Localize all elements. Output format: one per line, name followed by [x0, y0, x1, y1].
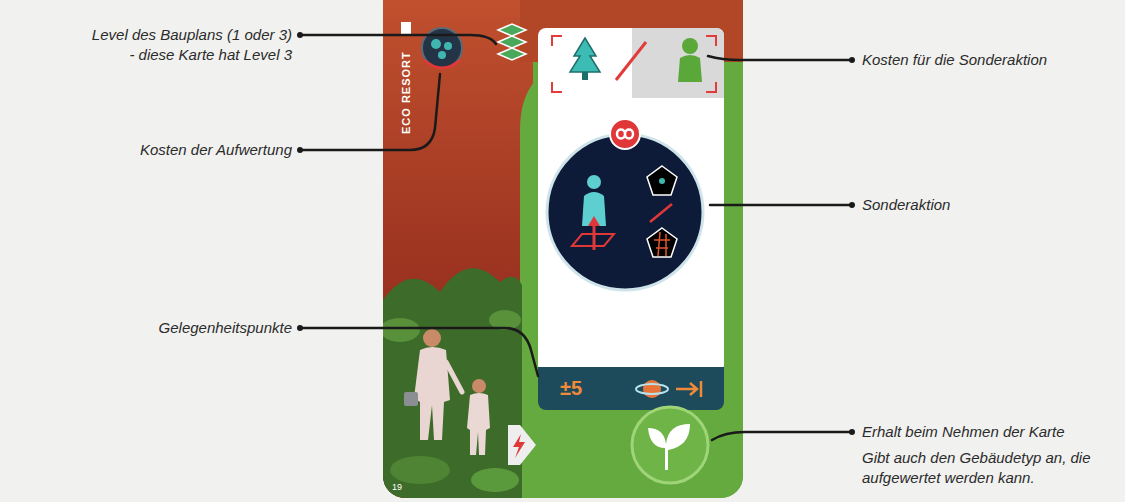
- special-action-circle-part: [593, 222, 596, 250]
- special-action-circle-part: [588, 216, 600, 226]
- game-card: ECO RESORT 19 ±5: [383, 0, 743, 502]
- leader-line-part: [712, 432, 852, 440]
- action-cost-icons-part: [706, 36, 716, 46]
- leader-line-part: [297, 147, 303, 153]
- people-figures-part: [423, 329, 441, 347]
- card-face-part: [383, 0, 743, 498]
- special-action-circle: [547, 119, 703, 290]
- points-band-shape-part: [643, 380, 661, 398]
- special-action-circle-part: [647, 228, 677, 257]
- callout-label: Kosten der Aufwertung: [52, 140, 292, 160]
- foliage-part: [383, 318, 420, 342]
- people-figures-part: [404, 392, 418, 406]
- callout-label: Level des Bauplans (1 oder 3) - diese Ka…: [87, 25, 292, 65]
- card-number: 19: [392, 482, 402, 493]
- special-action-circle-part: [650, 204, 672, 222]
- special-action-circle-part: [654, 232, 670, 256]
- leader-line-part: [300, 35, 496, 44]
- leader-line-part: [708, 56, 852, 60]
- blueprint-level-icon-part: [498, 36, 526, 48]
- points-band-shape: [538, 367, 724, 410]
- take-card-tab: [508, 425, 536, 465]
- action-cost-icons-part: [678, 55, 702, 82]
- blueprint-level-icon-part: [498, 48, 526, 60]
- action-cost-icons-part: [552, 82, 562, 92]
- building-type-icon: [632, 407, 708, 483]
- action-cost-icons-part: [570, 38, 600, 72]
- callout-label: Sonderaktion: [862, 195, 1112, 215]
- leader-line-part: [710, 204, 852, 207]
- foliage-part: [390, 456, 450, 484]
- card-title-bar: [401, 22, 411, 34]
- upgrade-cost-icon-part: [431, 39, 441, 49]
- people-figures: [404, 329, 490, 455]
- leader-line-part: [297, 325, 303, 331]
- foliage-part: [471, 468, 519, 492]
- special-action-circle-part: [647, 166, 677, 195]
- foliage-part: [383, 268, 522, 498]
- special-action-circle-part: [547, 134, 703, 290]
- foliage: [383, 268, 522, 498]
- leader-line-part: [849, 57, 855, 63]
- special-action-circle-part: [610, 119, 640, 149]
- card-face: [383, 0, 743, 498]
- points-band: ±5: [538, 367, 724, 410]
- action-panel-part: [632, 28, 724, 98]
- special-action-circle-part: [617, 130, 633, 139]
- leader-line-part: [300, 74, 440, 150]
- upgrade-cost-icon-part: [444, 42, 452, 50]
- action-cost-icons-part: [616, 42, 646, 80]
- building-type-icon-part: [632, 407, 708, 483]
- blueprint-level-icon-part: [498, 24, 526, 36]
- people-figures-part: [467, 393, 490, 455]
- action-cost-icons-part: [682, 38, 698, 54]
- special-action-circle-part: [587, 175, 601, 189]
- points-band-shape-part: [636, 384, 668, 394]
- callout-label: Gelegenheitspunkte: [52, 318, 292, 338]
- building-type-icon-part: [648, 424, 690, 470]
- opportunity-points: ±5: [560, 376, 582, 400]
- leader-line-part: [300, 328, 538, 376]
- callout-label: Erhalt beim Nehmen der Karte: [862, 422, 1112, 442]
- points-band-shape-part: [676, 381, 701, 397]
- callout-label: Kosten für die Sonderaktion: [862, 50, 1112, 70]
- card-title: ECO RESORT: [399, 51, 413, 134]
- action-cost-icons-part: [552, 36, 562, 46]
- action-panel-part: [538, 28, 724, 373]
- callout-label: Gibt auch den Gebäudetyp an, die aufgewe…: [862, 448, 1112, 488]
- leader-line-part: [297, 32, 303, 38]
- leader-line: [297, 32, 855, 440]
- action-cost-icons-part: [706, 82, 716, 92]
- action-cost-icons: [552, 36, 716, 92]
- upgrade-cost-icon-part: [438, 51, 446, 59]
- card-title-bar-part: [401, 22, 411, 34]
- special-action-circle-part: [582, 192, 606, 226]
- leader-line-part: [849, 429, 855, 435]
- take-card-tab-part: [513, 434, 525, 458]
- people-figures-part: [446, 362, 462, 392]
- card-face-part: [383, 0, 533, 498]
- upgrade-cost-icon-part: [424, 60, 460, 68]
- people-figures-part: [472, 379, 486, 393]
- special-action-circle-part: [659, 178, 665, 184]
- points-band-shape-part: [538, 367, 724, 410]
- action-cost-icons-part: [582, 72, 588, 80]
- action-panel: [538, 28, 724, 373]
- leader-line-part: [849, 202, 855, 208]
- blueprint-level-icon: [498, 24, 526, 60]
- take-card-tab-part: [508, 425, 536, 465]
